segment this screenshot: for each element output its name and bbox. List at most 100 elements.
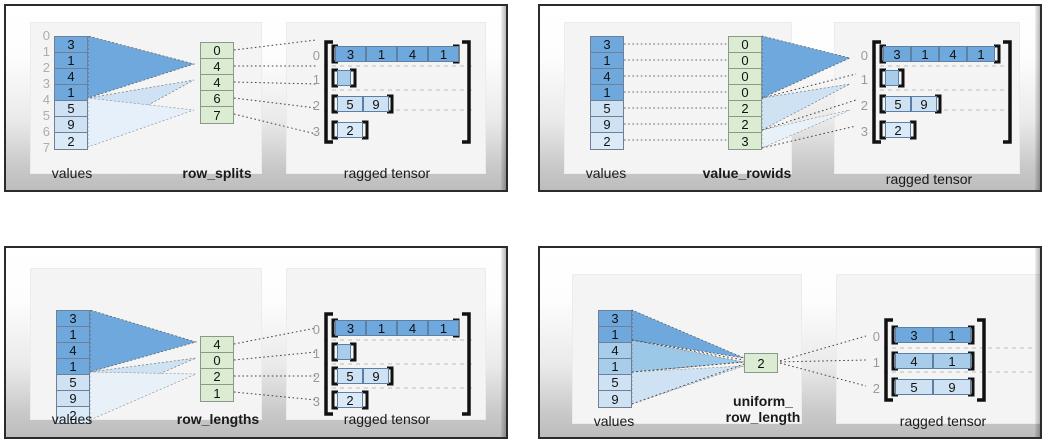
row-splits-column: 0 4 4 6 7 <box>200 42 234 124</box>
value-cell: 1 <box>591 85 623 101</box>
encoding-cell: 4 <box>201 59 233 75</box>
row-index-0: 0 <box>872 329 880 344</box>
tensor-cell: 3 <box>883 46 911 62</box>
row-index-2: 2 <box>860 98 868 113</box>
encoding-cell: 0 <box>201 353 233 369</box>
value-cell: 2 <box>55 133 87 149</box>
panel-value-rowids: 3 1 4 1 5 9 2 0 0 0 0 2 2 3 values value… <box>538 4 1042 192</box>
tensor-card-3 <box>286 268 486 420</box>
values-label-4: values <box>593 413 635 429</box>
encoding-cell: 2 <box>745 354 777 372</box>
tensor-cell: 3 <box>895 327 933 343</box>
panel-row-splits: 0 1 2 3 4 5 6 7 3 1 4 1 5 9 2 0 4 4 6 7 … <box>4 4 508 192</box>
encoding-cell: 2 <box>729 117 761 133</box>
panel-row-lengths: 3 1 4 1 5 9 2 4 0 2 1 values row_lengths… <box>4 246 508 439</box>
value-cell: 5 <box>591 101 623 117</box>
tensor-cell: 1 <box>428 46 459 62</box>
value-index-7: 7 <box>42 140 50 155</box>
encoding-cell: 0 <box>729 37 761 53</box>
encoding-label-uniform-row-length: uniform_ row_length <box>725 393 801 425</box>
encoding-label-value-rowids: value_rowids <box>702 165 792 181</box>
value-index-2: 2 <box>42 60 50 75</box>
encoding-cell: 2 <box>729 101 761 117</box>
value-cell: 9 <box>591 117 623 133</box>
row-index-2: 2 <box>312 370 320 385</box>
value-index-6: 6 <box>42 124 50 139</box>
uniform-row-length-column: 2 <box>744 353 778 373</box>
tensor-cell: 5 <box>895 379 933 395</box>
tensor-cell: 4 <box>397 46 428 62</box>
encoding-label-row-lengths: row_lengths <box>176 411 260 427</box>
row-index-1: 1 <box>312 72 320 87</box>
value-cell: 3 <box>599 311 631 327</box>
tensor-cell: 9 <box>363 368 389 384</box>
row-index-0: 0 <box>312 322 320 337</box>
value-index-0: 0 <box>42 28 50 43</box>
values-label-1: values <box>51 165 93 181</box>
tensor-card-4 <box>836 274 1040 424</box>
encoding-cell: 0 <box>729 53 761 69</box>
value-cell: 3 <box>57 311 89 327</box>
value-index-5: 5 <box>42 108 50 123</box>
tensor-cell: 1 <box>428 320 459 336</box>
encoding-cell: 6 <box>201 91 233 107</box>
panel-uniform-row-length: 3 1 4 1 5 9 2 values uniform_ row_length… <box>538 246 1042 439</box>
tensor-cell: 3 <box>335 46 366 62</box>
tensor-cell: 1 <box>911 46 939 62</box>
tensor-label-1: ragged tensor <box>343 165 431 181</box>
value-cell: 2 <box>591 133 623 149</box>
row-index-1: 1 <box>860 72 868 87</box>
value-cell: 5 <box>55 101 87 117</box>
row-index-2: 2 <box>312 98 320 113</box>
tensor-label-2: ragged tensor <box>885 171 973 187</box>
value-index-1: 1 <box>42 44 50 59</box>
value-cell: 2 <box>57 407 89 423</box>
tensor-cell: 1 <box>366 320 397 336</box>
encoding-cell: 0 <box>729 69 761 85</box>
encoding-cell: 2 <box>201 369 233 385</box>
value-index-4: 4 <box>42 92 50 107</box>
value-cell: 1 <box>599 327 631 343</box>
value-cell: 4 <box>57 343 89 359</box>
row-index-3: 3 <box>312 124 320 139</box>
row-index-1: 1 <box>312 346 320 361</box>
value-cell: 9 <box>599 391 631 407</box>
values-label-2: values <box>585 165 627 181</box>
tensor-cell: 1 <box>933 327 971 343</box>
row-lengths-column: 4 0 2 1 <box>200 336 234 402</box>
tensor-label-4: ragged tensor <box>899 413 987 429</box>
tensor-cell: 9 <box>911 96 937 112</box>
value-cell: 1 <box>55 53 87 69</box>
value-cell: 4 <box>591 69 623 85</box>
row-index-3: 3 <box>312 394 320 409</box>
values-column-2: 3 1 4 1 5 9 2 <box>590 36 624 150</box>
tensor-cell: 5 <box>337 368 363 384</box>
tensor-cell: 5 <box>337 96 363 112</box>
tensor-label-3: ragged tensor <box>343 411 431 427</box>
tensor-cell: 9 <box>363 96 389 112</box>
encoding-cell: 7 <box>201 107 233 123</box>
row-index-1: 1 <box>872 355 880 370</box>
value-cell: 3 <box>55 37 87 53</box>
tensor-cell: 2 <box>337 122 363 138</box>
value-cell: 9 <box>55 117 87 133</box>
encoding-cell: 4 <box>201 75 233 91</box>
row-index-2: 2 <box>872 381 880 396</box>
values-column-1: 3 1 4 1 5 9 2 <box>54 36 88 150</box>
value-cell: 4 <box>599 343 631 359</box>
tensor-cell: 1 <box>933 353 971 369</box>
row-index-0: 0 <box>312 48 320 63</box>
tensor-cell: 4 <box>939 46 967 62</box>
tensor-cell: 1 <box>967 46 995 62</box>
tensor-cell: 9 <box>933 379 971 395</box>
values-column-3: 3 1 4 1 5 9 2 <box>56 310 90 424</box>
tensor-cell-empty <box>885 70 899 86</box>
value-cell: 3 <box>591 37 623 53</box>
encoding-cell: 1 <box>201 385 233 401</box>
values-label-3: values <box>51 411 93 427</box>
row-index-3: 3 <box>860 124 868 139</box>
encoding-cell: 0 <box>201 43 233 59</box>
values-column-4: 3 1 4 1 5 9 <box>598 310 632 408</box>
value-cell: 5 <box>57 375 89 391</box>
